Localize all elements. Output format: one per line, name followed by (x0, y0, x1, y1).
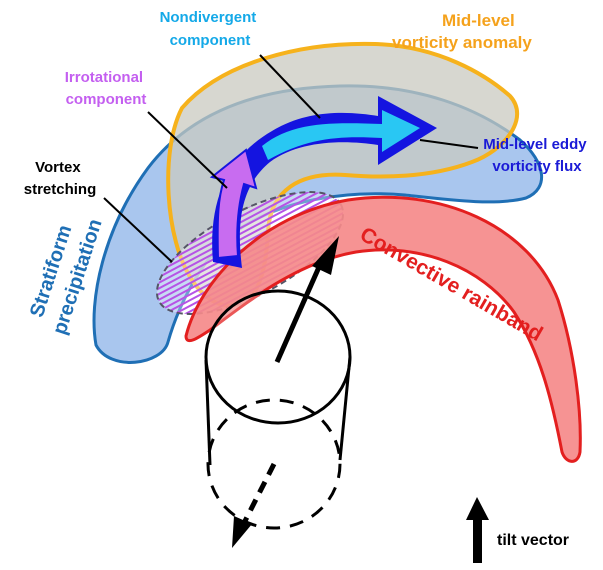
irrotational-label: Irrotational component (65, 69, 148, 108)
tilted-vortex-cylinder (206, 291, 350, 528)
vorticity-anomaly-label: vorticity anomaly (392, 33, 532, 52)
tilt-vector-arrow (466, 497, 489, 563)
nondivergent-label: Nondivergent component (160, 9, 261, 49)
mid-level-anomaly-label: Mid-level (442, 11, 515, 30)
vortex-stretching-label: Vortex stretching (24, 159, 97, 198)
tilt-vector-label: tilt vector (497, 532, 569, 549)
lower-vortex-arrow (232, 464, 274, 548)
